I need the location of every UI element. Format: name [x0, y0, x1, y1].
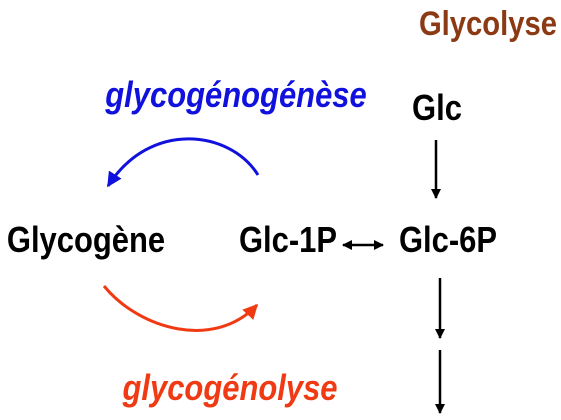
glycogenolyse-label: glycogénolyse	[122, 369, 338, 409]
glycogenogenese-label: glycogénogénèse	[104, 76, 366, 116]
glycogene-label: Glycogène	[7, 221, 165, 261]
glycogenogenese-arrow	[106, 137, 260, 188]
glc1p-label: Glc-1P	[239, 221, 337, 261]
glc-label: Glc	[412, 89, 462, 129]
glc6p-label: Glc-6P	[399, 221, 497, 261]
glycogenolyse-arrow	[102, 285, 259, 332]
glycolyse-title: Glycolyse	[419, 4, 557, 43]
